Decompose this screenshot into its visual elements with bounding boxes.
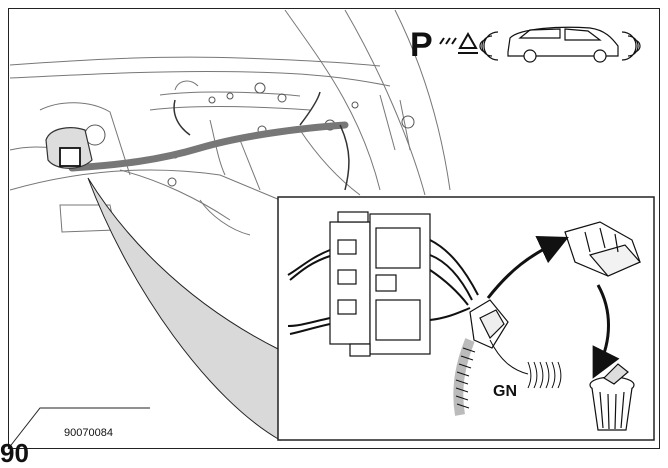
installation-illustration: P GN 90070084 90 [0, 8, 660, 466]
wiring-harness [68, 121, 349, 172]
connector-location-marker [45, 127, 93, 169]
figure-code-tab [7, 407, 150, 450]
arrow-to-component [486, 235, 569, 299]
corrugated-conduit [453, 338, 476, 416]
parking-sensor-symbol-icon: P [410, 26, 478, 64]
illustration-drawing: P [7, 9, 655, 450]
figure-code: 90070084 [64, 427, 113, 439]
harness-branch-left [173, 99, 191, 136]
connector-wires [287, 239, 479, 335]
car-with-sensor-waves-icon [479, 26, 641, 63]
green-wire-coil [489, 339, 562, 389]
wire-color-label: GN [493, 383, 517, 400]
arrow-to-bin [592, 284, 620, 379]
page-number-fragment: 90 [0, 438, 29, 468]
small-plug-connector [469, 299, 509, 349]
zoom-callout-wedge [87, 177, 281, 441]
waste-bin-icon [589, 363, 635, 431]
removed-component [564, 221, 641, 277]
body-holes [84, 82, 415, 187]
main-connector-block [329, 211, 431, 357]
harness-branch [299, 91, 350, 191]
figure-frame [8, 8, 660, 449]
svg-text:P: P [410, 26, 433, 64]
